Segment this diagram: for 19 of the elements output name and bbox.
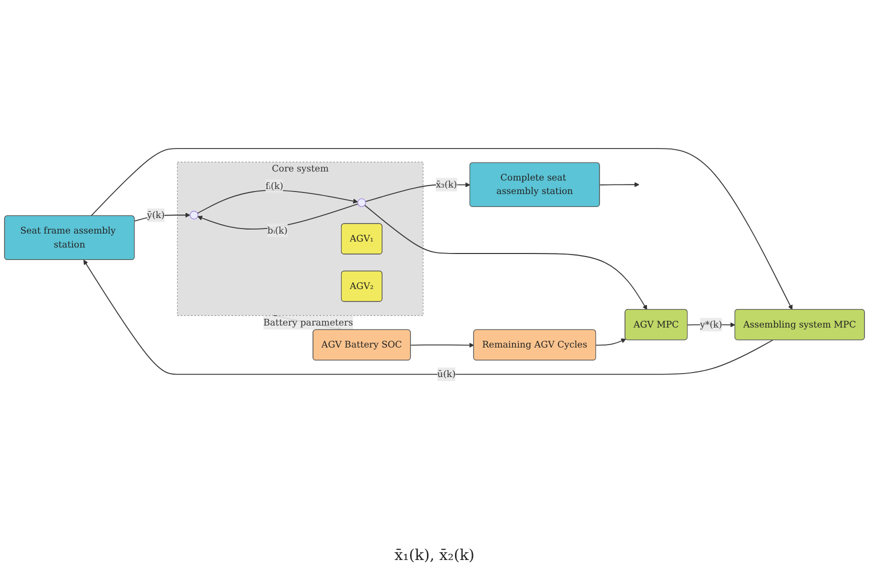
edge-label: fᵢ(k) <box>266 180 284 192</box>
arrow <box>83 260 774 375</box>
arrow <box>90 148 792 310</box>
arrow <box>364 204 648 310</box>
node-circle <box>357 198 366 208</box>
arrow <box>596 338 626 346</box>
edge-label: ȳ(k) <box>147 210 165 220</box>
arrow <box>198 204 358 230</box>
arrow <box>365 182 470 202</box>
signal-label: x̄₁(k), x̄₂(k) <box>394 546 475 564</box>
edge-label: ū(k) <box>437 368 456 380</box>
edge-label: y*(k) <box>700 319 722 330</box>
arrow <box>197 190 358 214</box>
node-circle <box>190 211 198 220</box>
arrow <box>410 342 474 348</box>
edge-label: Battery parameters <box>263 317 353 328</box>
edge-label: bᵢ(k) <box>267 225 288 236</box>
arrow <box>599 182 640 188</box>
edge-label: x̄₃(k) <box>436 179 458 190</box>
